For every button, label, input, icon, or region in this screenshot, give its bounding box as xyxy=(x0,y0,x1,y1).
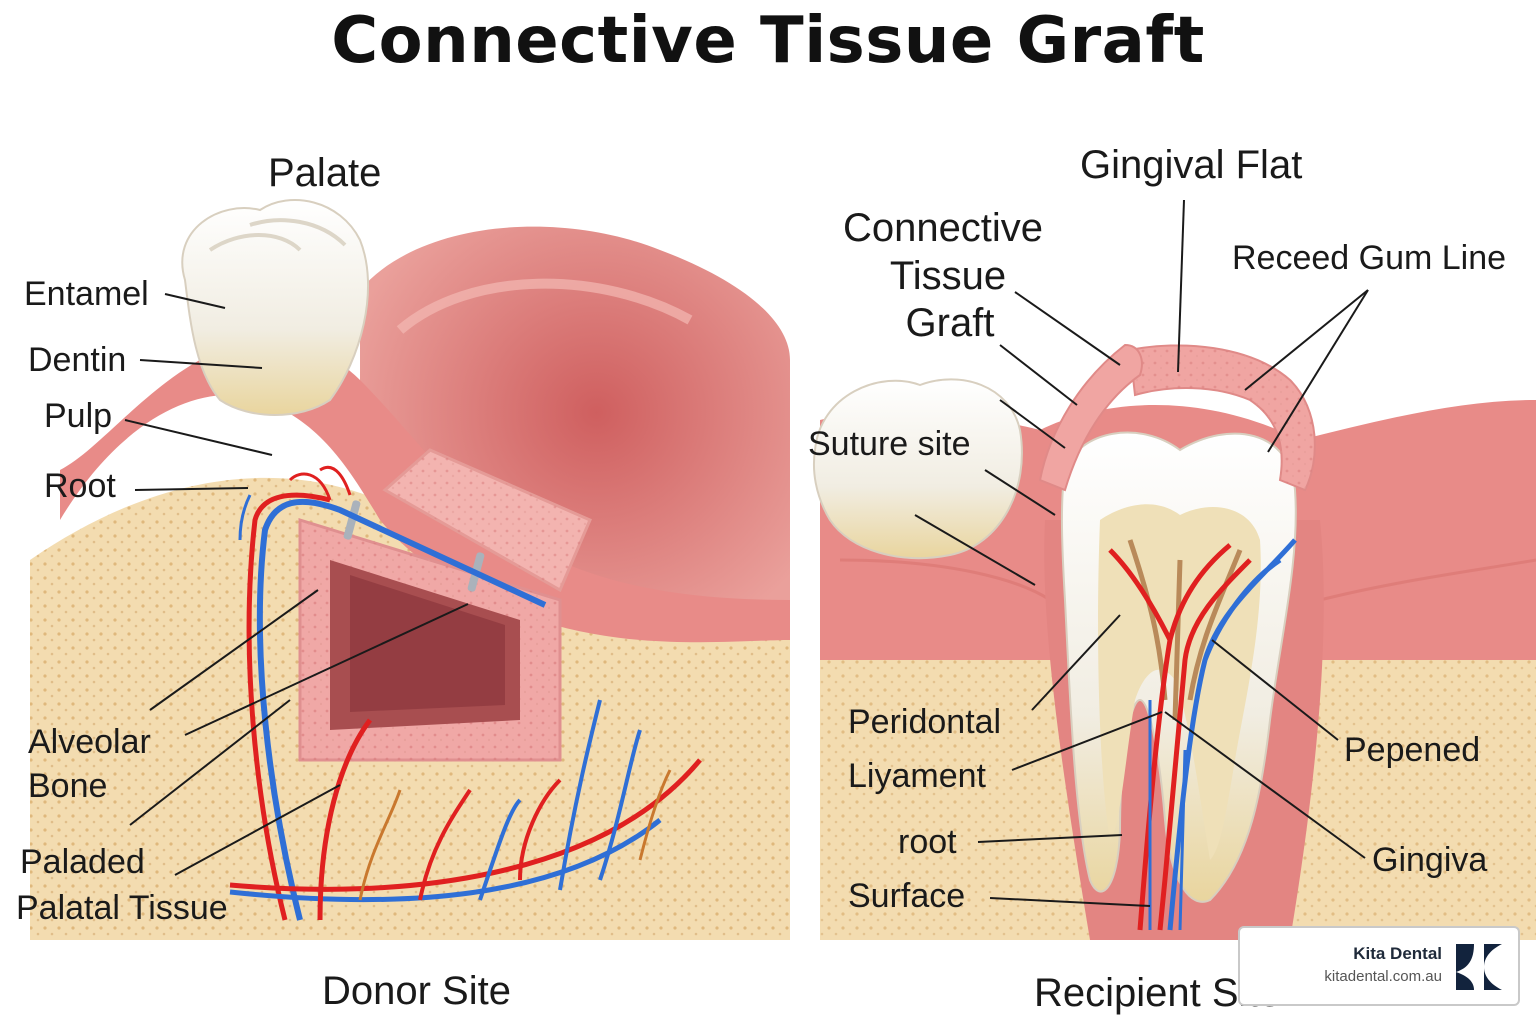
label-paladed-2: Palatal Tissue xyxy=(16,889,228,927)
label-peridontal-2: Liyament xyxy=(848,757,986,795)
donor-artery xyxy=(246,492,331,921)
label-entamel: Entamel xyxy=(24,275,149,313)
label-ctg-2: Tissue xyxy=(889,254,1007,298)
leader-surface xyxy=(989,897,1151,907)
label-paladed-1: Paladed xyxy=(20,843,145,881)
recipient-illustration xyxy=(812,343,1536,940)
leader-gingival-flat xyxy=(1177,199,1185,373)
label-palate: Palate xyxy=(268,151,382,195)
leader-paladed-2 xyxy=(174,784,341,876)
caption-donor-site: Donor Site xyxy=(322,969,511,1013)
leader-paladed-1 xyxy=(129,699,291,826)
leader-root-r xyxy=(977,834,1123,843)
label-alveolar-2: Bone xyxy=(28,767,108,805)
leader-suture-2 xyxy=(984,469,1056,516)
page-title: Connective Tissue Graft xyxy=(331,4,1205,78)
kita-dental-logo-icon xyxy=(1456,944,1502,990)
label-surface: Surface xyxy=(848,877,966,915)
leader-receed-1 xyxy=(1244,289,1369,391)
recipient-artery xyxy=(1108,543,1252,931)
label-pepened: Pepened xyxy=(1344,731,1481,769)
label-gingival-flat: Gingival Flat xyxy=(1080,143,1303,187)
adjacent-tooth xyxy=(812,378,1023,559)
donor-illustration xyxy=(30,199,790,940)
leader-suture-1 xyxy=(999,399,1066,449)
leader-alveolar-2 xyxy=(184,603,469,736)
label-ctg-3: Graft xyxy=(905,301,995,345)
leader-root xyxy=(134,487,249,491)
label-ctg-1: Connective xyxy=(842,206,1044,250)
donor-tooth xyxy=(181,199,370,416)
leader-alveolar-1 xyxy=(149,589,319,711)
ct-graft-strip xyxy=(1038,343,1143,492)
label-alveolar-1: Alveolar xyxy=(28,723,151,761)
donor-vein xyxy=(256,498,547,921)
recipient-vein xyxy=(1167,538,1297,931)
leader-suture-3 xyxy=(914,514,1036,586)
label-peridontal-1: Peridontal xyxy=(848,703,1002,741)
label-gingiva: Gingiva xyxy=(1372,841,1488,879)
brand-url: kitadental.com.au xyxy=(1324,968,1442,985)
suture-1 xyxy=(343,500,361,540)
leader-gingiva xyxy=(1164,711,1366,859)
leader-lines xyxy=(124,199,1369,907)
leader-pulp xyxy=(124,419,273,456)
label-root-recipient: root xyxy=(898,823,957,861)
leader-entamel xyxy=(164,293,226,309)
label-suture-site: Suture site xyxy=(808,425,971,463)
leader-pepened xyxy=(1211,639,1339,741)
label-dentin: Dentin xyxy=(28,341,127,379)
brand-badge: Kita Dental kitadental.com.au xyxy=(1238,926,1520,1006)
leader-ctg-2 xyxy=(999,344,1078,406)
leader-peridontal-1 xyxy=(1031,614,1121,711)
label-root: Root xyxy=(44,467,116,505)
label-receed-gum-line: Receed Gum Line xyxy=(1232,239,1507,277)
brand-name: Kita Dental xyxy=(1353,944,1442,963)
leader-receed-2 xyxy=(1267,289,1369,453)
leader-ctg-1 xyxy=(1014,291,1121,366)
label-pulp: Pulp xyxy=(44,397,113,435)
leader-peridontal-2 xyxy=(1011,711,1163,771)
leader-dentin xyxy=(139,359,263,369)
